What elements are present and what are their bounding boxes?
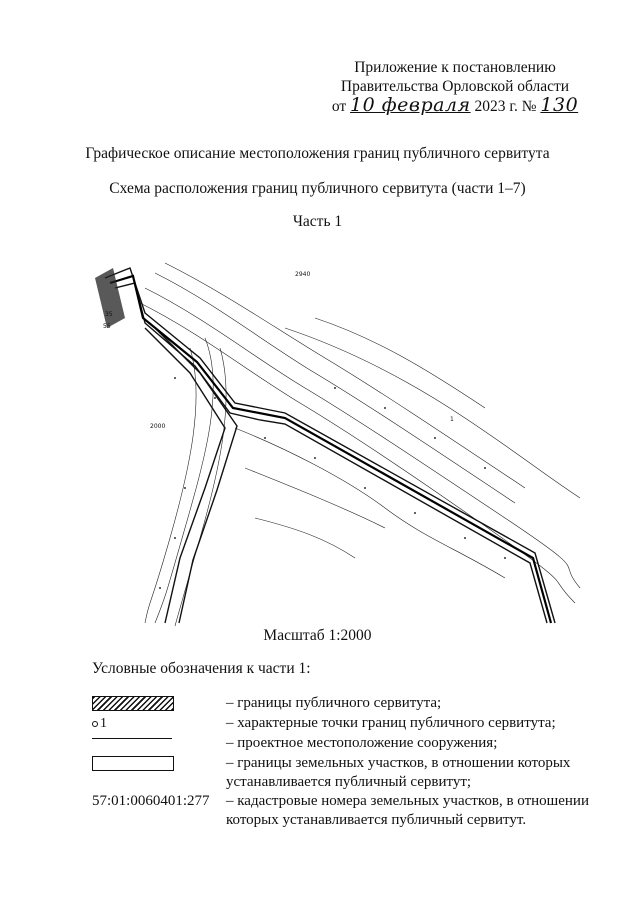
label-point-2000: 2000 (150, 423, 165, 430)
map-scale: Масштаб 1:2000 (263, 627, 372, 644)
prefix-ot: от (331, 98, 347, 115)
label-point-1: 1 (450, 416, 454, 423)
terrain-contours (139, 262, 581, 627)
handwritten-date: 10 февраля (350, 94, 471, 116)
handwritten-number: 130 (540, 94, 579, 116)
year-and-number-label: 2023 г. № (474, 98, 537, 115)
decree-date-line: от 10 февраля 2023 г. № 130 (330, 96, 580, 116)
map-labels: 35 55 1 2000 2940 (103, 271, 454, 430)
label-point-55: 55 (103, 323, 111, 330)
hatched-area (95, 268, 125, 328)
survey-dots (159, 377, 506, 589)
servitude-corridor (104, 267, 556, 624)
part-title: Часть 1 (292, 213, 343, 230)
cadastral-example: 57:01:0060401:277 (92, 793, 210, 809)
hatched-boundary-symbol (92, 696, 174, 711)
map-svg: 35 55 1 2000 2940 (95, 262, 581, 627)
structure-line-symbol (92, 738, 172, 739)
structure-line (109, 274, 553, 624)
legend-title: Условные обозначения к части 1: (92, 660, 311, 677)
land-plot-symbol (92, 756, 174, 771)
label-point-35: 35 (105, 311, 113, 318)
appendix-header: Приложение к постановлению Правительства… (330, 58, 580, 116)
appendix-line-1: Приложение к постановлению (354, 59, 556, 76)
main-title: Графическое описание местоположения гран… (85, 145, 550, 162)
scheme-title: Схема расположения границ публичного сер… (109, 180, 526, 197)
appendix-line-2: Правительства Орловской области (340, 78, 570, 95)
label-point-2940: 2940 (295, 271, 310, 278)
servitude-map: 35 55 1 2000 2940 (85, 228, 585, 628)
point-marker-icon (92, 720, 98, 727)
